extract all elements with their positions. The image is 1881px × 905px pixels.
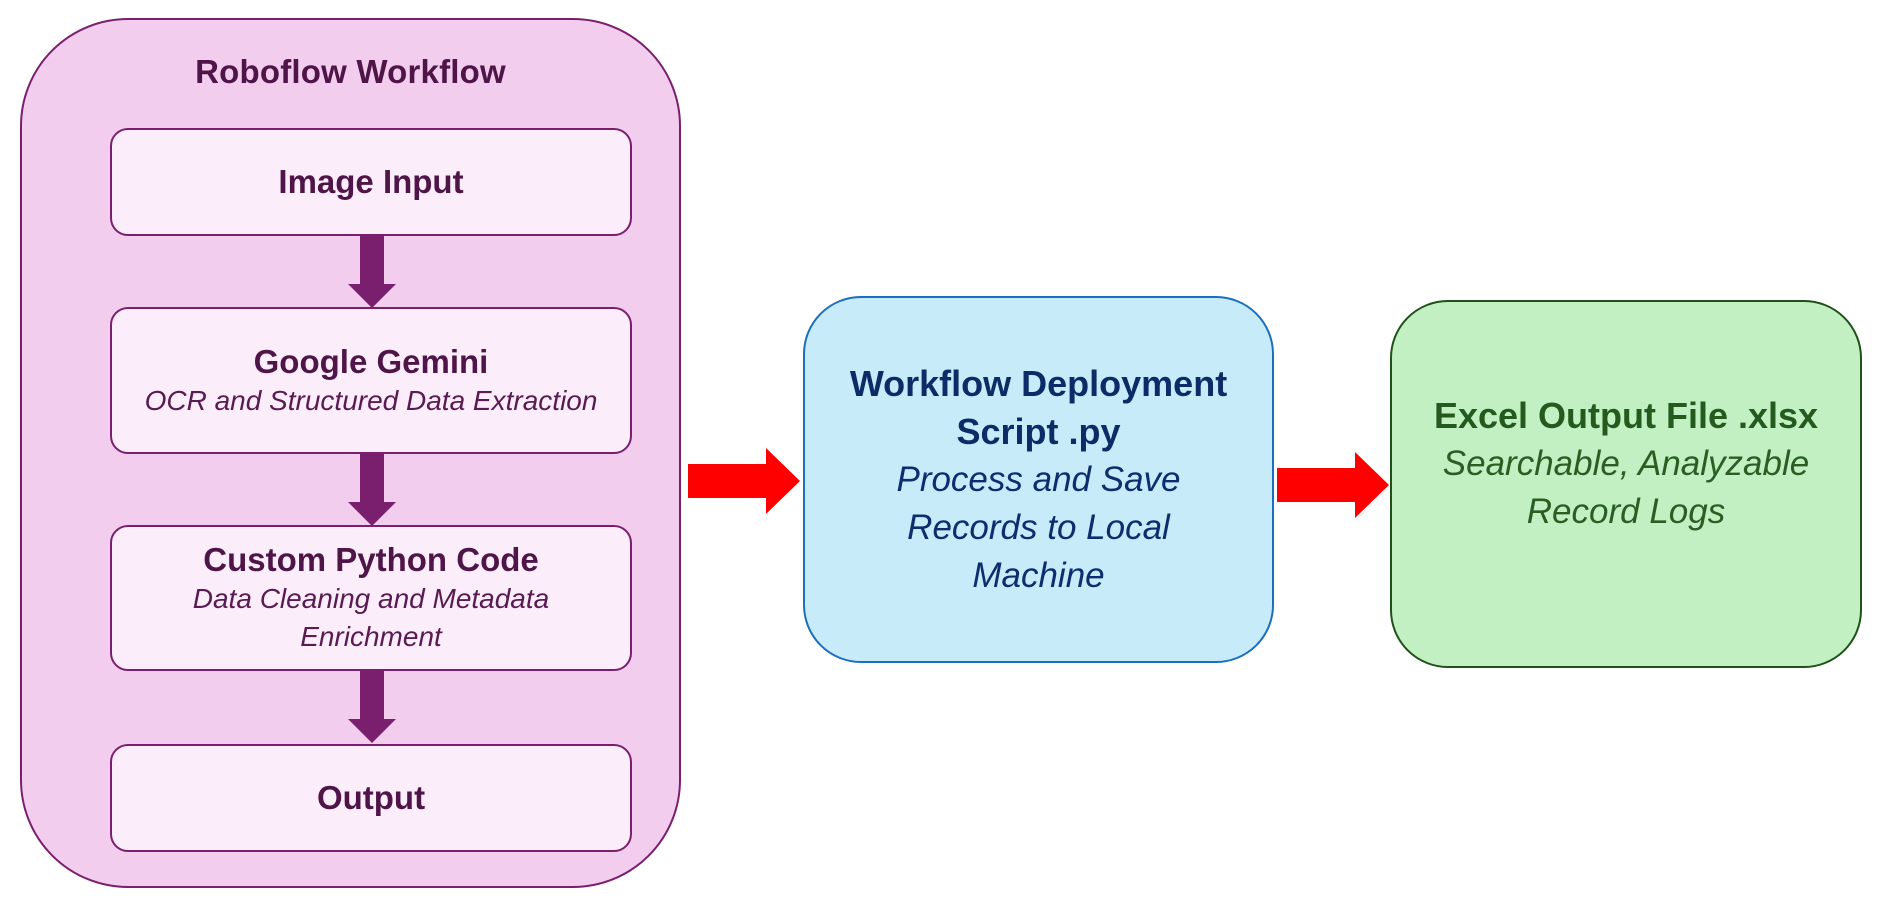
step-title: Google Gemini <box>253 342 489 380</box>
step-title: Image Input <box>278 163 464 200</box>
excel-output-file-box: Excel Output File .xlsx Searchable, Anal… <box>1390 300 1862 668</box>
workflow-deployment-script-box: Workflow Deployment Script .py Process a… <box>803 296 1274 663</box>
arrow-right-icon <box>1277 452 1389 518</box>
step-title: Custom Python Code <box>203 541 539 578</box>
step-output: Output <box>110 744 632 852</box>
step-google-gemini: Google Gemini OCR and Structured Data Ex… <box>110 307 632 454</box>
step-subtitle: OCR and Structured Data Extraction <box>144 384 598 416</box>
arrow-right-icon <box>688 448 800 514</box>
step-custom-python-code: Custom Python Code Data Cleaning and Met… <box>110 525 632 671</box>
arrow-down-icon <box>348 236 396 308</box>
arrow-down-icon <box>348 671 396 743</box>
excel-title: Excel Output File .xlsx <box>1433 395 1819 436</box>
workflow-title: Roboflow Workflow <box>195 53 506 90</box>
step-title: Output <box>316 779 426 816</box>
roboflow-workflow-group: Roboflow Workflow Image Input Google Gem… <box>20 18 681 888</box>
script-subtitle: Process and Save Records to Local Machin… <box>896 459 1181 595</box>
step-image-input: Image Input <box>110 128 632 236</box>
step-subtitle: Data Cleaning and Metadata Enrichment <box>192 583 550 652</box>
excel-subtitle: Searchable, Analyzable Record Logs <box>1442 444 1810 531</box>
arrow-down-icon <box>348 454 396 526</box>
script-title: Workflow Deployment Script .py <box>849 362 1228 452</box>
